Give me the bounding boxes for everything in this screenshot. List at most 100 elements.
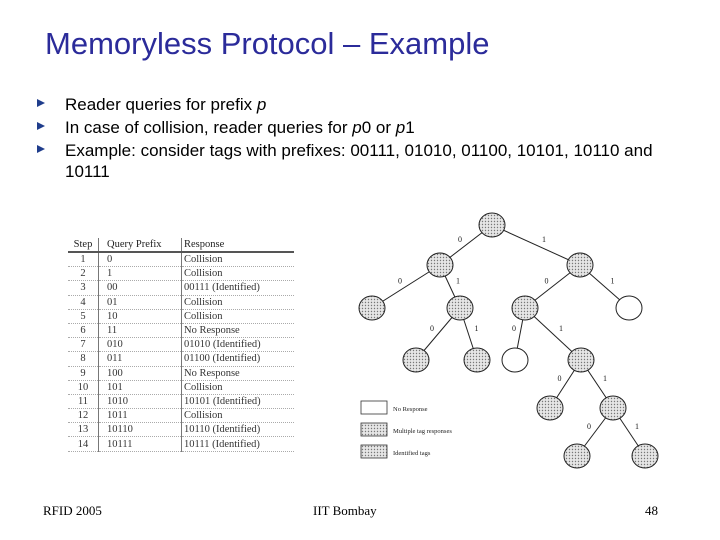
bullet-item: In case of collision, reader queries for…: [37, 117, 697, 138]
query-prefix-cell: 10110: [98, 422, 182, 438]
bullet-text: 1: [405, 118, 415, 137]
step-cell: 8: [68, 351, 99, 367]
tree-node: [615, 295, 643, 321]
tree-node: [567, 347, 595, 373]
step-cell: 5: [68, 309, 99, 324]
tree-node: [478, 212, 506, 238]
step-cell: 13: [68, 422, 99, 438]
response-cell: 01100 (Identified): [181, 351, 294, 367]
response-cell: Collision: [181, 252, 294, 268]
tree-edge: [371, 264, 441, 309]
step-cell: 2: [68, 266, 99, 282]
bullet-emphasis: p: [256, 95, 267, 114]
step-cell: 7: [68, 337, 99, 353]
step-cell: 12: [68, 408, 99, 424]
step-cell: 6: [68, 323, 99, 339]
response-cell: Collision: [181, 309, 294, 324]
response-cell: 00111 (Identified): [181, 280, 294, 296]
edge-label: 0: [545, 277, 549, 286]
tree-node: [501, 347, 529, 373]
step-cell: 1: [68, 252, 99, 268]
footer-center: IIT Bombay: [313, 503, 377, 518]
footer-page-number: 48: [645, 503, 658, 518]
edge-label: 1: [456, 277, 460, 286]
bullet-list: Reader queries for prefix p In case of c…: [37, 94, 697, 184]
query-prefix-cell: 1: [98, 266, 182, 282]
response-cell: 10111 (Identified): [181, 436, 294, 452]
query-prefix-cell: 11: [98, 323, 182, 339]
query-prefix-cell: 01: [98, 295, 182, 310]
column-header-query-prefix: Query Prefix: [98, 238, 182, 253]
column-header-step: Step: [68, 238, 99, 253]
bullet-text: 0 or: [361, 118, 396, 137]
edge-label: 1: [542, 235, 546, 244]
step-cell: 10: [68, 380, 99, 395]
edge-label: 0: [398, 277, 402, 286]
query-prefix-cell: 1011: [98, 408, 182, 424]
response-cell: Collision: [181, 380, 294, 395]
query-prefix-cell: 010: [98, 337, 182, 353]
edge-label: 0: [430, 324, 434, 333]
edge-label: 1: [611, 277, 615, 286]
query-prefix-cell: 100: [98, 366, 182, 381]
edge-label: 1: [475, 324, 479, 333]
query-prefix-cell: 0: [98, 252, 182, 268]
edge-label: 0: [558, 374, 562, 383]
bullet-item: Reader queries for prefix p: [37, 94, 697, 115]
response-cell: Collision: [181, 295, 294, 310]
step-cell: 11: [68, 394, 99, 410]
table-header-row: Step Query Prefix Response: [68, 238, 294, 253]
step-cell: 4: [68, 295, 99, 310]
bullet-marker-icon: [37, 145, 45, 153]
response-cell: No Response: [181, 323, 294, 339]
bullet-marker-icon: [37, 122, 45, 130]
tree-node: [536, 395, 564, 421]
query-prefix-cell: 00: [98, 280, 182, 296]
response-cell: Collision: [181, 408, 294, 424]
legend-swatch: [360, 444, 388, 459]
tree-node: [463, 347, 491, 373]
tree-node: [358, 295, 386, 321]
slide-title: Memoryless Protocol – Example: [45, 26, 490, 61]
footer-left: RFID 2005: [43, 503, 102, 518]
column-header-response: Response: [181, 238, 294, 253]
tree-node: [511, 295, 539, 321]
query-prefix-cell: 011: [98, 351, 182, 367]
response-cell: 01010 (Identified): [181, 337, 294, 353]
tree-edge: [491, 224, 581, 266]
tree-node: [402, 347, 430, 373]
edge-label: 0: [458, 235, 462, 244]
legend-label: No Response: [393, 406, 428, 413]
query-prefix-cell: 10111: [98, 436, 182, 452]
query-prefix-cell: 1010: [98, 394, 182, 410]
edge-label: 0: [512, 324, 516, 333]
edge-label: 1: [559, 324, 563, 333]
bullet-emphasis: p: [395, 118, 406, 137]
bullet-text: In case of collision, reader queries for: [65, 118, 353, 137]
tree-node: [446, 295, 474, 321]
step-cell: 9: [68, 366, 99, 381]
legend-swatch: [360, 422, 388, 437]
tree-node: [426, 252, 454, 278]
tree-node: [563, 443, 591, 469]
bullet-text: Reader queries for prefix: [65, 95, 257, 114]
response-cell: 10101 (Identified): [181, 394, 294, 410]
bullet-text: Example: consider tags with prefixes: 00…: [65, 141, 653, 181]
step-cell: 3: [68, 280, 99, 296]
